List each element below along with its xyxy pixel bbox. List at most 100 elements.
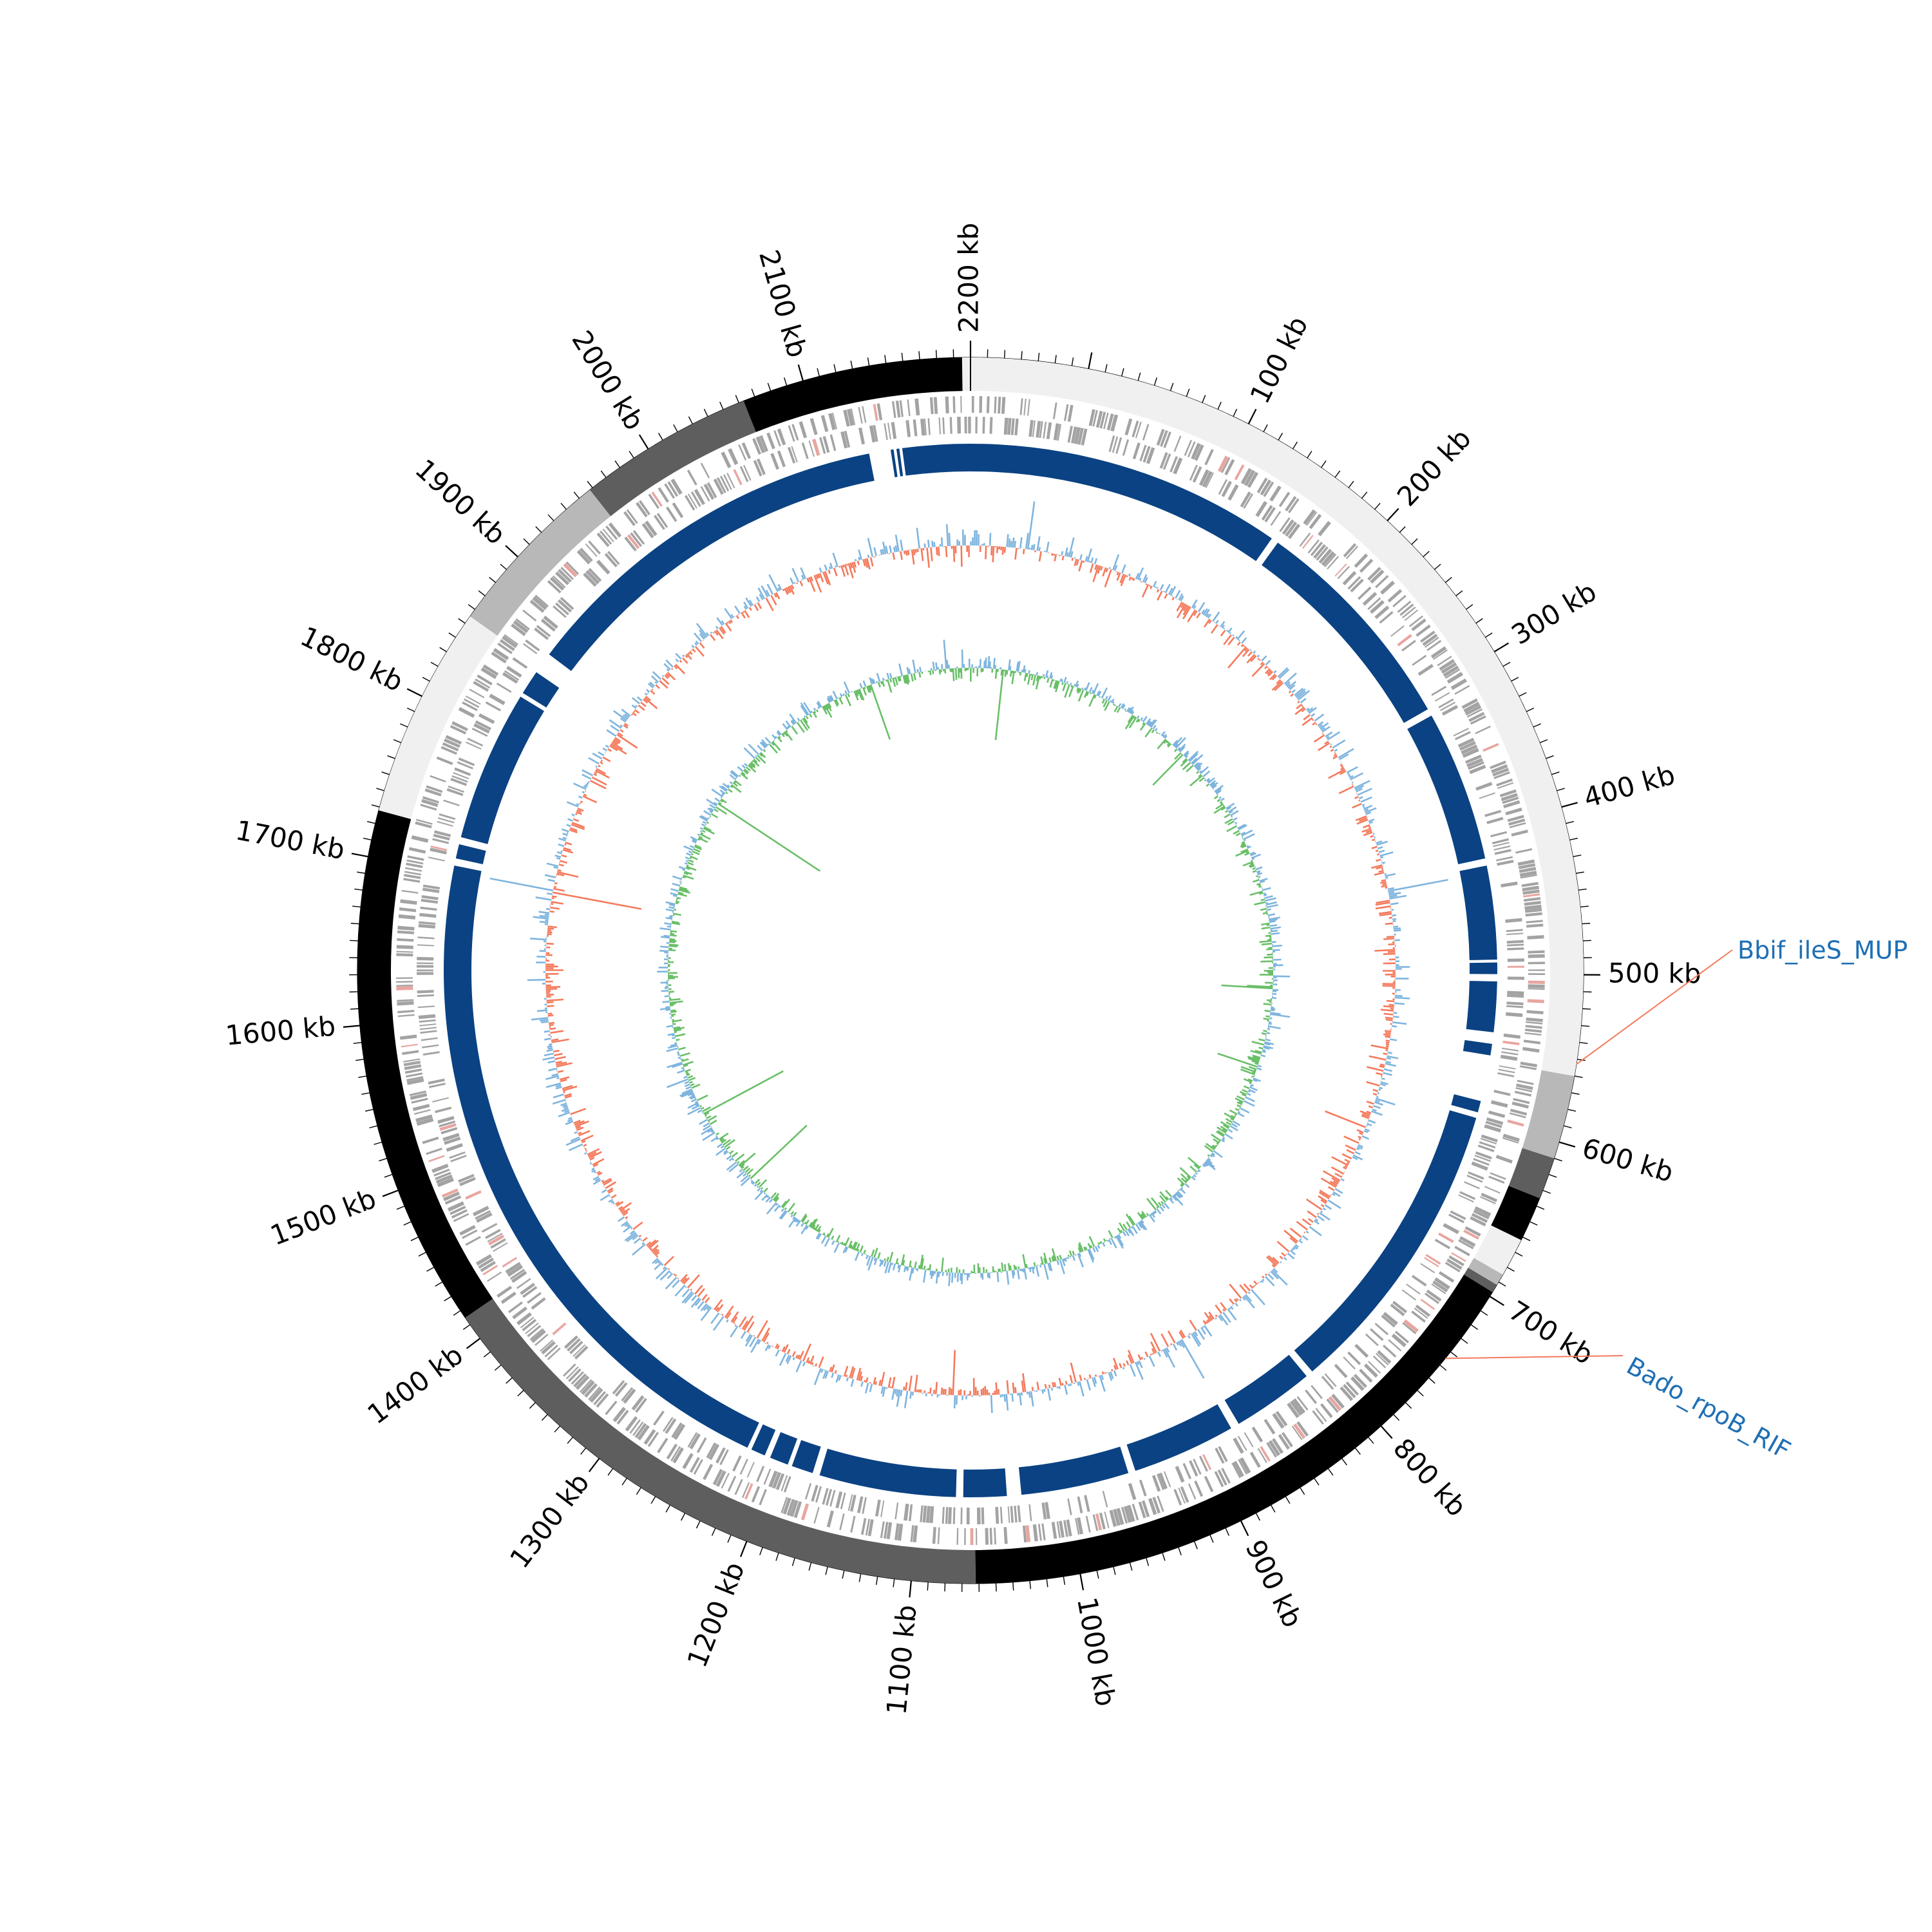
- gene-feature: [1454, 685, 1470, 695]
- gc-skew-positive: [489, 501, 1448, 1414]
- gene-feature: [1299, 532, 1311, 547]
- gene-feature: [497, 642, 513, 654]
- blast-hit-segment-20: [455, 844, 486, 865]
- gene-feature: [418, 923, 435, 929]
- gene-feature: [858, 427, 866, 445]
- gene-feature: [1152, 1497, 1161, 1514]
- gene-feature: [1438, 698, 1454, 708]
- tick-label: 1900 kb: [409, 453, 511, 551]
- gene-feature: [1480, 1137, 1497, 1145]
- minor-tick: [1314, 1477, 1320, 1486]
- gene-feature: [1178, 1488, 1186, 1504]
- gene-feature: [1104, 1511, 1110, 1529]
- gene-feature: [920, 1505, 923, 1522]
- gene-feature: [475, 1210, 491, 1220]
- gene-feature: [1318, 549, 1332, 564]
- gene-feature: [1156, 429, 1165, 446]
- gene-feature: [1438, 1232, 1454, 1244]
- gene-feature: [482, 664, 499, 676]
- gene-feature: [708, 1443, 720, 1461]
- contig-segment-4: [1473, 1225, 1522, 1275]
- minor-tick: [1519, 692, 1527, 697]
- minor-tick: [400, 723, 408, 728]
- gene-feature: [1032, 420, 1036, 437]
- gene-feature: [925, 1506, 931, 1523]
- minor-tick: [1423, 551, 1430, 558]
- gene-feature: [643, 1429, 656, 1445]
- gene-feature: [1516, 1083, 1533, 1090]
- tick-label: 1300 kb: [504, 1467, 596, 1574]
- minor-tick: [376, 788, 385, 791]
- gene-feature: [571, 1371, 584, 1385]
- gene-feature: [850, 408, 856, 426]
- gene-feature: [1244, 1432, 1254, 1448]
- gene-feature: [531, 1297, 546, 1310]
- gene-feature: [1291, 1425, 1303, 1441]
- gene-feature: [554, 602, 569, 616]
- gene-feature: [1506, 929, 1523, 933]
- gene-feature: [1374, 1323, 1389, 1336]
- gene-feature: [575, 1375, 590, 1390]
- gene-feature: [1433, 649, 1448, 660]
- gene-feature: [999, 1506, 1003, 1524]
- gene-feature: [1520, 874, 1537, 879]
- gene-feature: [516, 1312, 532, 1325]
- gene-feature: [439, 813, 456, 820]
- gene-feature: [396, 977, 413, 980]
- gene-feature: [1092, 410, 1098, 427]
- gene-feature: [458, 1173, 475, 1183]
- gene-feature: [623, 1388, 636, 1404]
- gene-feature: [1014, 1506, 1018, 1523]
- gene-feature: [1227, 484, 1239, 501]
- contig-segment-1: [1522, 1070, 1575, 1159]
- gene-feature: [1507, 958, 1524, 962]
- minor-tick: [1539, 739, 1548, 744]
- gene-feature: [488, 1234, 505, 1245]
- gene-feature: [1431, 685, 1447, 696]
- gene-feature: [1497, 1072, 1515, 1077]
- minor-tick: [444, 1296, 452, 1302]
- tick-label: 1500 kb: [266, 1182, 380, 1251]
- minor-tick: [1405, 1402, 1412, 1409]
- gene-feature: [1264, 507, 1276, 523]
- gene-feature: [1189, 1460, 1198, 1477]
- gene-feature: [596, 1393, 609, 1408]
- gene-feature: [1490, 1172, 1506, 1180]
- minor-tick: [1480, 1310, 1488, 1316]
- gene-feature: [1268, 1440, 1281, 1457]
- gene-feature: [884, 423, 888, 440]
- gene-feature: [420, 804, 437, 811]
- gene-feature: [1221, 457, 1231, 473]
- gene-feature: [1519, 870, 1537, 878]
- gene-feature: [1518, 863, 1536, 869]
- blast-hit-segment-15: [819, 1448, 957, 1497]
- gene-feature: [403, 878, 421, 883]
- gene-feature: [1202, 471, 1213, 488]
- minor-tick: [665, 1504, 671, 1513]
- gene-feature: [1448, 1255, 1464, 1267]
- gene-feature: [1461, 744, 1478, 755]
- gene-feature: [873, 404, 878, 421]
- gene-feature: [573, 1344, 586, 1357]
- minor-tick: [1502, 661, 1511, 667]
- gene-feature: [1115, 437, 1122, 454]
- gene-feature: [411, 835, 429, 843]
- gene-feature: [738, 444, 747, 460]
- tick-label: 1600 kb: [224, 1010, 337, 1052]
- gene-feature: [450, 777, 468, 786]
- minor-tick: [850, 360, 853, 369]
- gene-feature: [840, 431, 848, 449]
- gene-feature: [751, 1486, 761, 1503]
- gene-feature: [1480, 1196, 1496, 1204]
- gene-feature: [1507, 990, 1524, 996]
- gene-feature: [808, 440, 815, 457]
- gene-feature: [694, 489, 706, 506]
- gene-feature: [1507, 965, 1524, 968]
- gene-feature: [672, 502, 684, 518]
- gene-feature: [1095, 410, 1103, 428]
- gene-feature: [397, 1010, 415, 1014]
- gene-feature: [641, 523, 654, 538]
- gene-feature: [1424, 636, 1439, 648]
- gene-feature: [1324, 553, 1337, 567]
- gene-feature: [862, 406, 867, 423]
